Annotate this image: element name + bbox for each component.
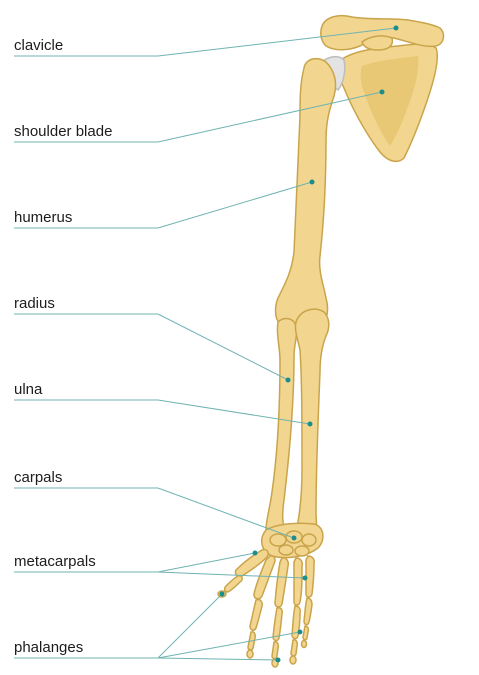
thumb-proximal-phalanx (225, 576, 242, 592)
ulna-leader-line (14, 400, 310, 424)
carpal-5 (295, 546, 309, 556)
carpal-4 (279, 545, 293, 555)
phalanges-leader-line-3 (158, 658, 278, 660)
phalanges-dot-1 (220, 592, 225, 597)
metacarpals-dot-2 (303, 576, 308, 581)
phalanges-dot-3 (276, 658, 281, 663)
index-distal (247, 650, 253, 658)
middle-middle (272, 642, 278, 659)
ring-metacarpal (294, 558, 302, 605)
clavicle-dot (394, 26, 399, 31)
ulna-dot (308, 422, 313, 427)
radius-label: radius (14, 295, 55, 313)
clavicle-label: clavicle (14, 37, 63, 55)
ulna-label: ulna (14, 381, 42, 399)
carpals-dot (292, 536, 297, 541)
middle-metacarpal (275, 558, 288, 607)
radius-dot (286, 378, 291, 383)
humerus-label: humerus (14, 209, 72, 227)
phalanges-label: phalanges (14, 639, 83, 657)
little-distal (302, 641, 307, 648)
metacarpals-dot-1 (253, 551, 258, 556)
ring-distal (290, 656, 296, 664)
index-proximal (250, 599, 262, 630)
carpals-label: carpals (14, 469, 62, 487)
phalanges-dot-2 (298, 630, 303, 635)
radius-leader-line (14, 314, 288, 380)
bones (218, 16, 443, 667)
little-metacarpal (306, 556, 314, 597)
shoulder-blade-dot (380, 90, 385, 95)
carpal-3 (302, 534, 316, 546)
metacarpals-label: metacarpals (14, 553, 96, 571)
ulna-bone (295, 309, 328, 532)
little-proximal (304, 598, 312, 625)
humerus-dot (310, 180, 315, 185)
shoulder-blade-label: shoulder blade (14, 123, 112, 141)
radius-bone (266, 319, 297, 537)
carpal-1 (270, 534, 286, 546)
carpals-leader-line (14, 488, 294, 538)
little-middle (303, 626, 308, 640)
humerus-bone (276, 59, 336, 332)
ring-middle (291, 640, 297, 656)
